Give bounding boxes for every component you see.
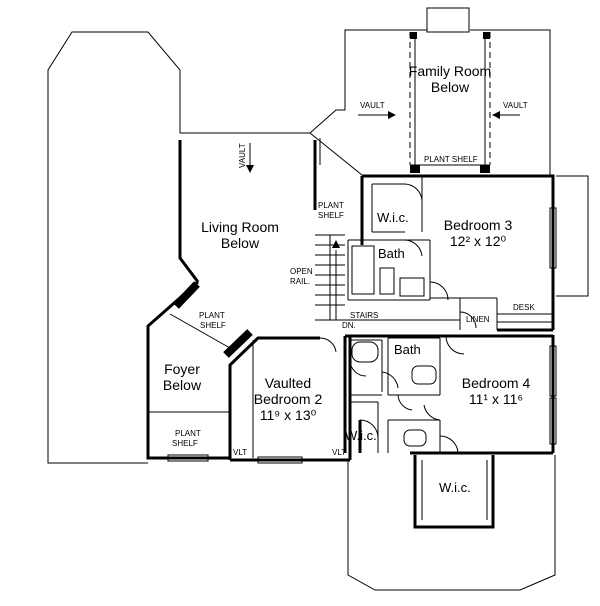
desk-label: DESK (513, 303, 535, 312)
shelf-label-living: SHELF (318, 211, 344, 220)
bedroom4-label: Bedroom 4 (462, 375, 531, 391)
open-label: OPEN (290, 267, 313, 276)
linen-label: LINEN (466, 315, 490, 324)
vault-label-left: VAULT (360, 101, 385, 110)
wic-label-middle: W.i.c. (345, 428, 377, 443)
rail-label: RAIL. (290, 277, 310, 286)
windows (167, 207, 557, 464)
family-room-label: Family Room (409, 63, 491, 79)
door-swings (319, 183, 477, 454)
partitions (252, 176, 553, 520)
shelf-label-lower: SHELF (172, 439, 198, 448)
wic-label-bottom: W.i.c. (439, 480, 471, 495)
living-vault-label: VAULT (238, 143, 247, 168)
plant-label-foyer: PLANT (199, 311, 225, 320)
stairs (315, 234, 345, 321)
living-room-label: Living Room (201, 219, 279, 235)
plant-shelf-lines (148, 164, 490, 413)
bedroom2-size: 11⁹ x 13⁰ (260, 407, 317, 423)
vault-label-right: VAULT (503, 101, 528, 110)
bedroom4-size: 11¹ x 11⁶ (469, 391, 523, 407)
living-room-below-label: Below (221, 235, 260, 251)
vlt-label-left: VLT (233, 448, 247, 457)
foyer-below-label: Below (163, 377, 202, 393)
shelf-label-foyer: SHELF (200, 321, 226, 330)
family-plant-shelf-label: PLANT SHELF (424, 155, 478, 164)
stairs-label: STAIRS (350, 311, 378, 320)
plant-label-lower: PLANT (175, 429, 201, 438)
walls (146, 140, 555, 529)
bedroom3-size: 12² x 12⁰ (450, 233, 507, 249)
bath-label-top: Bath (378, 246, 405, 261)
bedroom2-label: Bedroom 2 (254, 391, 323, 407)
plant-label-living: PLANT (318, 201, 344, 210)
vlt-label-right: VLT (332, 448, 346, 457)
family-room-below-label: Below (431, 79, 470, 95)
angled-walls (169, 281, 253, 358)
foyer-label: Foyer (164, 361, 200, 377)
vault-arrows (246, 111, 520, 173)
bath-label-lower: Bath (394, 342, 421, 357)
wic-label-top: W.i.c. (377, 210, 409, 225)
first-floor-outline (47, 29, 589, 591)
bedroom3-label: Bedroom 3 (444, 217, 513, 233)
bedroom2-vaulted-label: Vaulted (265, 375, 311, 391)
stairs-dn-label: DN. (342, 321, 356, 330)
